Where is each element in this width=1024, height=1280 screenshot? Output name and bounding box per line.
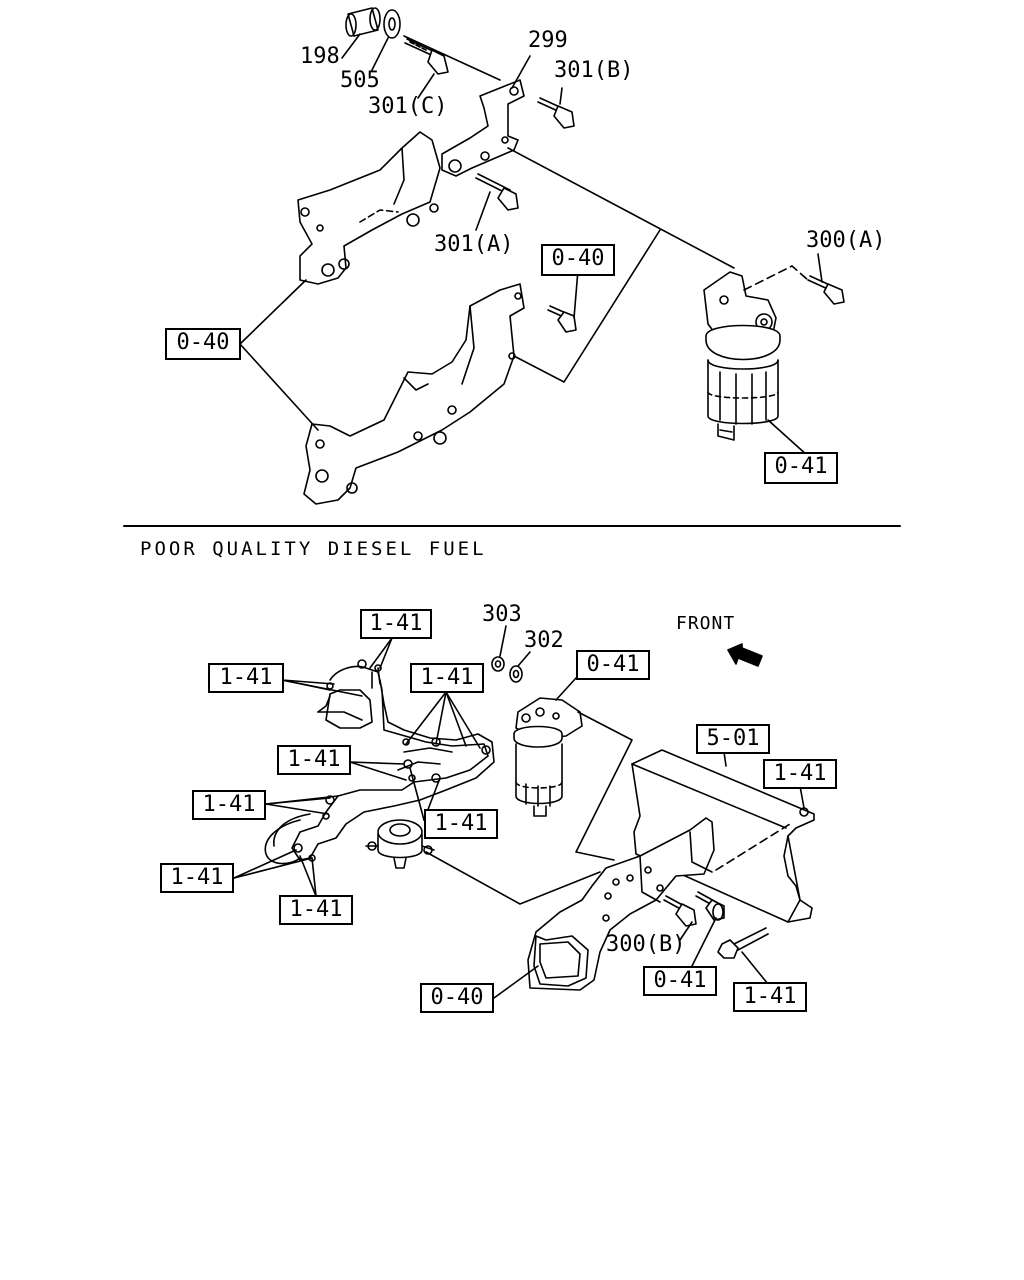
section-title: POOR QUALITY DIESEL FUEL (140, 538, 487, 560)
ref-box-1-41-e: 1-41 (192, 790, 266, 820)
ref-box-0-40-bottom: 0-40 (420, 983, 494, 1013)
part-number-302: 302 (524, 628, 564, 653)
part-number-301b: 301(B) (554, 58, 634, 83)
ref-box-1-41-d: 1-41 (277, 745, 351, 775)
part-number-505: 505 (340, 68, 380, 93)
collar-198-part (346, 8, 380, 36)
mounting-bracket-part (528, 818, 714, 990)
part-number-299: 299 (528, 28, 568, 53)
ref-box-0-41-mid: 0-41 (576, 650, 650, 680)
front-arrow-icon (728, 644, 762, 666)
lower-engine-bracket-part (304, 284, 524, 504)
ref-box-1-41-g: 1-41 (160, 863, 234, 893)
ref-box-1-41-c: 1-41 (410, 663, 484, 693)
part-number-300b: 300(B) (606, 932, 686, 957)
ref-box-1-41-a: 1-41 (360, 609, 432, 639)
ref-box-1-41-bottom: 1-41 (733, 982, 807, 1012)
priming-pump-part (366, 820, 434, 868)
bolt-1-41-part (718, 928, 768, 958)
bolt-0-40-part (548, 306, 576, 332)
bolt-300a-part (808, 276, 844, 304)
bolt-301b-part (538, 98, 574, 128)
bracket-299-part (442, 80, 524, 176)
ref-box-5-01: 5-01 (696, 724, 770, 754)
washer-302-part (510, 666, 522, 682)
ref-box-1-41-b: 1-41 (208, 663, 284, 693)
front-label: FRONT (676, 613, 736, 634)
ref-box-0-41-bottom: 0-41 (643, 966, 717, 996)
frame-rail-part (632, 750, 814, 922)
part-number-303: 303 (482, 602, 522, 627)
washer-505-part (384, 10, 400, 38)
bolt-301a-part (476, 174, 518, 210)
part-number-301c: 301(C) (368, 94, 448, 119)
top-leader-lines (240, 34, 822, 456)
bottom-leader-lines (234, 626, 804, 998)
ref-box-0-40-left: 0-40 (165, 328, 241, 360)
ref-box-1-41-f: 1-41 (424, 809, 498, 839)
upper-engine-bracket-part (298, 132, 440, 284)
fuel-filter-bottom-part (514, 698, 582, 816)
bolt-300b-part (664, 896, 696, 926)
ref-box-0-41-top: 0-41 (764, 452, 838, 484)
bolt-301c-part (405, 39, 448, 74)
bolt-0-41-part (696, 892, 724, 920)
fuel-filter-top-part (704, 272, 780, 440)
nut-303-part (492, 657, 504, 671)
ref-box-1-41-right: 1-41 (763, 759, 837, 789)
ref-box-1-41-h: 1-41 (279, 895, 353, 925)
ref-box-0-40-top: 0-40 (541, 244, 615, 276)
part-number-301a: 301(A) (434, 232, 514, 257)
fuel-hose-assembly-part (265, 660, 494, 864)
part-number-300a: 300(A) (806, 228, 886, 253)
part-number-198: 198 (300, 44, 340, 69)
